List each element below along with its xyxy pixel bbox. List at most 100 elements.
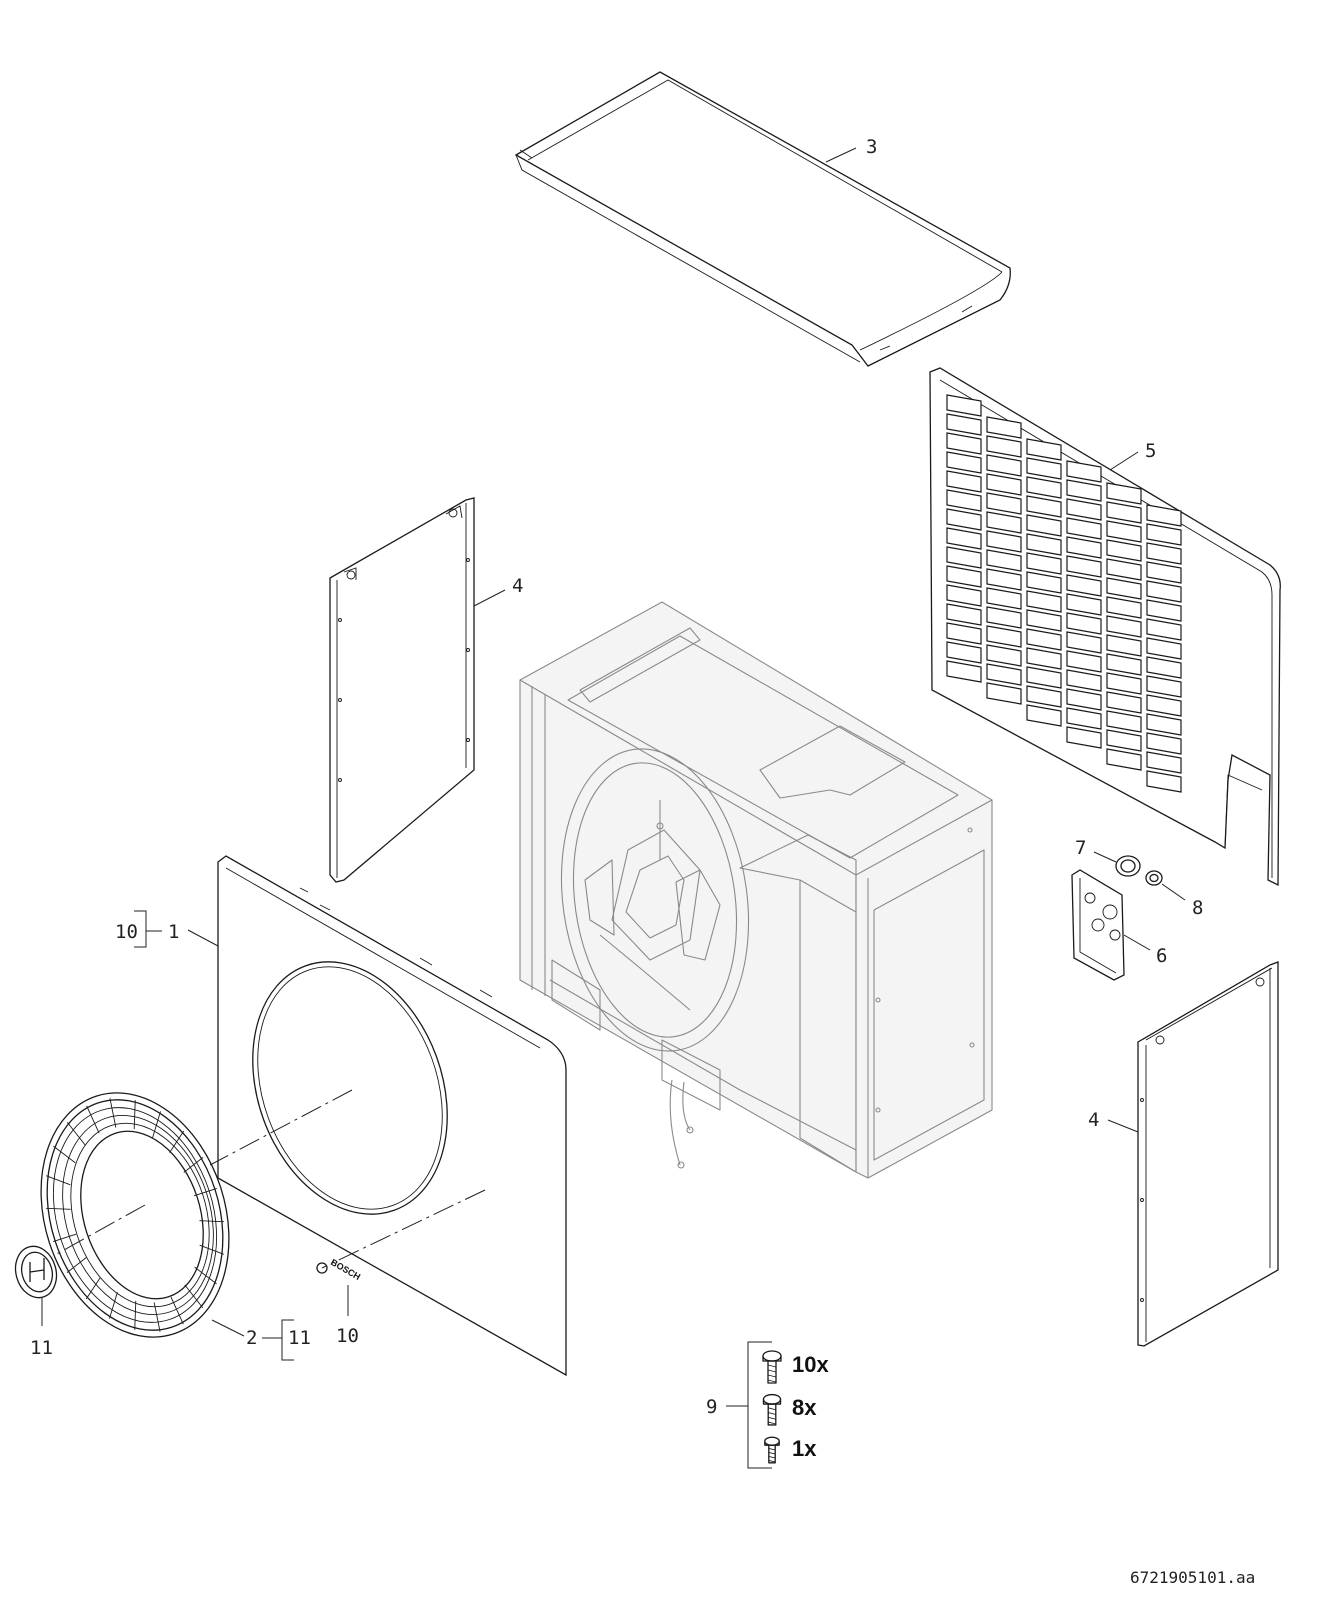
grille-louvre-cell	[986, 644, 1022, 667]
fan-guard-rib	[193, 1187, 217, 1197]
grille-louvre-cell	[1106, 482, 1142, 505]
connection-plate-part	[1071, 869, 1125, 981]
leader-4-left	[473, 589, 506, 607]
grille-louvre-cell	[1066, 612, 1102, 635]
grille-louvre-cell	[946, 641, 982, 664]
grille-louvre-cell	[1066, 669, 1102, 692]
grille-louvre-cell	[1026, 647, 1062, 670]
grommet-small-part	[1145, 870, 1163, 886]
grille-louvre-cell	[1106, 501, 1142, 524]
grille-louvre-cell	[1146, 542, 1182, 565]
document-id: 6721905101.aa	[1130, 1568, 1255, 1587]
grille-louvre-cell	[1026, 552, 1062, 575]
callout-8: 8	[1192, 897, 1203, 919]
grille-louvre-cell	[1146, 561, 1182, 584]
screw-head-icon	[764, 1436, 780, 1446]
fan-guard-rib	[46, 1207, 71, 1210]
callout-6: 6	[1156, 945, 1167, 967]
grille-louvre-cell	[946, 451, 982, 474]
leader-4-right	[1107, 1119, 1139, 1133]
callout-1: 1	[168, 921, 179, 943]
grille-louvre-cell	[986, 435, 1022, 458]
grille-louvre-cell	[1146, 504, 1182, 527]
grille-louvre-cell	[1146, 694, 1182, 717]
grille-louvre-cell	[986, 549, 1022, 572]
grille-louvre-cell	[1026, 514, 1062, 537]
grille-louvre-cell	[1106, 653, 1142, 676]
grille-louvre-cell	[1066, 460, 1102, 483]
grille-louvre-cell	[1026, 457, 1062, 480]
callout-4-right: 4	[1088, 1109, 1099, 1131]
grille-louvre-cell	[1066, 498, 1102, 521]
grille-louvre-cell	[1146, 770, 1182, 793]
top-cover-part	[514, 71, 1011, 367]
bracket-2-11	[262, 1319, 294, 1361]
grille-louvre-cell	[986, 587, 1022, 610]
screw-item: 1x	[764, 1436, 817, 1464]
leader-1	[187, 929, 219, 947]
grille-louvre-cell	[946, 394, 982, 417]
grille-louvre-cell	[986, 530, 1022, 553]
callout-10: 10	[336, 1325, 359, 1347]
grille-louvre-cell	[1106, 748, 1142, 771]
grille-louvres	[946, 394, 1182, 793]
grille-louvre-cell	[1106, 577, 1142, 600]
grille-louvre-cell	[1026, 571, 1062, 594]
callout-4-left: 4	[512, 575, 523, 597]
grille-louvre-cell	[1026, 533, 1062, 556]
assembly-axis-2	[54, 1204, 146, 1256]
assembly-axis-1	[209, 1089, 353, 1166]
leader-7	[1093, 851, 1117, 863]
side-panel-right-part	[1137, 961, 1279, 1347]
grille-louvre-cell	[986, 625, 1022, 648]
grille-louvre-cell	[1066, 555, 1102, 578]
fan-guard-rib	[199, 1244, 225, 1255]
grille-louvre-cell	[1146, 751, 1182, 774]
screw-item: 10x	[762, 1350, 829, 1384]
grille-louvre-cell	[946, 413, 982, 436]
callout-3: 3	[866, 136, 877, 158]
grille-louvre-cell	[1146, 732, 1182, 755]
leader-8	[1161, 883, 1186, 901]
fan-guard-rib	[169, 1130, 185, 1153]
leader-6	[1123, 934, 1151, 951]
grille-louvre-cell	[1066, 574, 1102, 597]
side-panel-left-part	[329, 497, 475, 883]
grille-louvre-cell	[986, 606, 1022, 629]
grille-louvre-cell	[1026, 666, 1062, 689]
grille-louvre-cell	[1026, 704, 1062, 727]
grille-louvre-cell	[986, 416, 1022, 439]
grille-louvre-cell	[1026, 476, 1062, 499]
leader-5	[1109, 451, 1139, 471]
fan-guard-rib	[85, 1277, 101, 1300]
grille-louvre-cell	[1026, 685, 1062, 708]
callout-11-group: 11	[288, 1327, 311, 1349]
grille-louvre-cell	[1066, 707, 1102, 730]
grille-louvre-cell	[1106, 615, 1142, 638]
grille-louvre-cell	[986, 568, 1022, 591]
leader-3	[825, 147, 857, 163]
grille-louvre-cell	[1066, 517, 1102, 540]
grommet-large-part	[1115, 855, 1141, 877]
grille-louvre-cell	[986, 682, 1022, 705]
grille-louvre-cell	[1066, 479, 1102, 502]
callout-2: 2	[246, 1327, 257, 1349]
callout-5: 5	[1145, 440, 1156, 462]
grille-louvre-cell	[1146, 523, 1182, 546]
grille-louvre-cell	[986, 473, 1022, 496]
grille-louvre-cell	[946, 527, 982, 550]
fan-guard-rib	[152, 1111, 161, 1138]
callout-9: 9	[706, 1396, 717, 1418]
grille-louvre-cell	[1146, 618, 1182, 641]
grille-louvre-cell	[1026, 609, 1062, 632]
grille-louvre-cell	[1106, 710, 1142, 733]
fan-guard-rib	[194, 1266, 217, 1285]
fan-guard-rib	[134, 1300, 137, 1330]
grille-louvre-cell	[986, 492, 1022, 515]
grille-louvre-cell	[946, 489, 982, 512]
grille-louvre-cell	[1026, 590, 1062, 613]
fan-guard-rib	[53, 1233, 77, 1243]
grille-louvre-cell	[986, 454, 1022, 477]
